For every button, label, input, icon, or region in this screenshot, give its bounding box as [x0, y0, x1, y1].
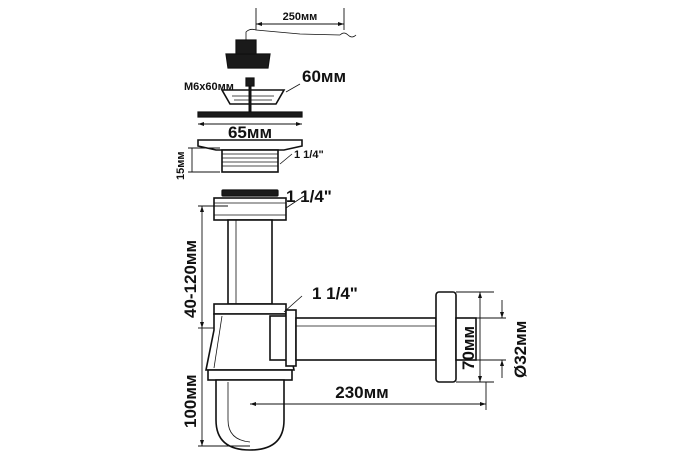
thread-top-label: 1 1/4" — [286, 187, 332, 206]
rubber-plug — [225, 53, 271, 69]
screw-label: M6x60мм — [184, 81, 234, 93]
outlet-diameter-label: 65мм — [228, 123, 272, 142]
middle-nut — [213, 303, 287, 315]
chain-length-label: 250мм — [283, 11, 318, 23]
thread-height-label: 15мм — [175, 151, 187, 180]
arrow — [296, 122, 302, 126]
arrow — [338, 22, 344, 26]
vertical-pipe — [227, 219, 273, 305]
flange-top-ring — [197, 111, 303, 118]
strainer-leader — [285, 83, 301, 93]
left-dimensions: 40-120мм 100мм — [181, 205, 250, 447]
threaded-tail — [221, 149, 279, 173]
chain — [245, 28, 341, 40]
wall-pipe-stub — [455, 317, 477, 361]
horizontal-pipe-assembly: 1 1/4" — [269, 284, 477, 383]
strainer-grid — [220, 89, 286, 105]
height-bottom-label: 100мм — [181, 374, 200, 428]
screw-head — [245, 77, 255, 87]
plug-handle — [235, 39, 257, 55]
bowl-highlight — [227, 382, 251, 443]
trap-lower-nut — [207, 369, 293, 381]
pipe-diameter-label: Ø32мм — [511, 321, 530, 378]
side-nut — [285, 309, 297, 367]
thread-side-leader — [283, 295, 303, 313]
top-nut — [213, 197, 287, 221]
thread-side-label: 1 1/4" — [312, 284, 358, 303]
wall-flange — [435, 291, 457, 383]
strainer-diameter-label: 60мм — [302, 67, 346, 86]
thread-top-leader — [285, 195, 305, 209]
trap-bowl — [215, 379, 285, 451]
plug-with-chain: 250мм — [225, 8, 357, 69]
right-dimensions: 70мм Ø32мм — [456, 291, 530, 383]
horizontal-length-label: 230мм — [335, 383, 389, 402]
flange-body — [197, 139, 303, 151]
vertical-pipe-assembly: 1 1/4" — [213, 187, 332, 305]
arrow — [198, 122, 204, 126]
height-range-label: 40-120мм — [181, 240, 200, 318]
outlet-flange: 65мм 15мм 1 1/4" — [175, 111, 324, 180]
bottom-dimension: 230мм — [250, 382, 487, 410]
strainer-assembly: M6x60мм 60мм — [184, 67, 346, 112]
thread-small-leader — [279, 153, 293, 165]
thread-small-label: 1 1/4" — [294, 149, 324, 161]
arrow — [256, 22, 262, 26]
horizontal-pipe — [295, 317, 437, 361]
flange-height-label: 70мм — [459, 326, 478, 370]
bottle-trap — [205, 303, 295, 451]
chain-end — [339, 32, 357, 38]
washer — [221, 189, 279, 197]
